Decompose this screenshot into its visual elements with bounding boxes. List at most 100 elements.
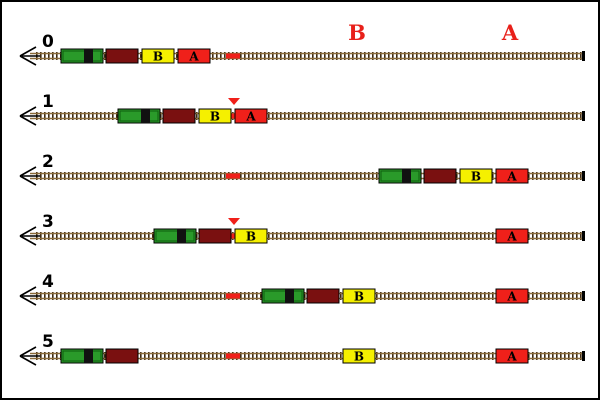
track-tie <box>324 352 326 360</box>
track-tie <box>304 112 306 120</box>
step-number: 2 <box>42 152 54 172</box>
wagon-a: A <box>234 108 268 124</box>
track-tie <box>500 52 502 60</box>
track-tie <box>552 52 554 60</box>
track-tie <box>196 292 198 300</box>
track-tie <box>460 112 462 120</box>
track-tie <box>420 232 422 240</box>
locomotive-panel <box>263 290 303 302</box>
buffer-stop <box>582 351 585 361</box>
track-tie <box>448 292 450 300</box>
track-tie <box>376 52 378 60</box>
step-number: 0 <box>42 32 54 52</box>
direction-arrow-icon <box>19 46 37 66</box>
track-tie <box>412 232 414 240</box>
track-tie <box>576 232 578 240</box>
track-tie <box>160 352 162 360</box>
track-tie <box>64 112 66 120</box>
track-tie <box>572 292 574 300</box>
track-tie <box>148 232 150 240</box>
track-tie <box>204 352 206 360</box>
track-tie <box>340 52 342 60</box>
track-tie <box>528 352 530 360</box>
track-tie <box>192 292 194 300</box>
track-tie <box>200 352 202 360</box>
track-tie <box>308 232 310 240</box>
track-tie <box>556 352 558 360</box>
track-tie <box>432 112 434 120</box>
track-tie <box>292 172 294 180</box>
wagon-a-body <box>495 228 529 244</box>
track-tie <box>184 352 186 360</box>
wagon-a-label: A <box>506 290 517 304</box>
direction-arrow-icon <box>19 286 37 306</box>
track-tie <box>432 352 434 360</box>
track-tie <box>556 232 558 240</box>
track-tie <box>456 112 458 120</box>
track-tie <box>76 172 78 180</box>
wagon-b: B <box>141 48 175 64</box>
track-tie <box>536 292 538 300</box>
step-number: 1 <box>42 92 54 112</box>
track-tie <box>176 172 178 180</box>
track-tie <box>272 52 274 60</box>
track-tie <box>300 172 302 180</box>
track-tie <box>304 232 306 240</box>
locomotive <box>378 168 422 184</box>
track-tie <box>488 352 490 360</box>
wagon-b-body <box>234 228 268 244</box>
wagon-a-body <box>495 168 529 184</box>
track-tie <box>292 52 294 60</box>
track-tie <box>300 52 302 60</box>
track-tie <box>60 112 62 120</box>
track-tie <box>492 52 494 60</box>
track-tie <box>340 232 342 240</box>
track-tie <box>148 172 150 180</box>
track-tie <box>52 292 54 300</box>
track-tie <box>112 172 114 180</box>
track-tie <box>392 292 394 300</box>
track-tie <box>472 352 474 360</box>
track-tie <box>408 352 410 360</box>
track-tie <box>116 232 118 240</box>
wagon-b-body <box>342 348 376 364</box>
track-tie <box>372 232 374 240</box>
track-tie <box>544 232 546 240</box>
track-tie <box>328 52 330 60</box>
track-tie <box>44 352 46 360</box>
track-tie <box>556 112 558 120</box>
track-tie <box>476 292 478 300</box>
buffer-stop <box>582 111 585 121</box>
track-tie <box>396 232 398 240</box>
track-tie <box>220 352 222 360</box>
track-tie <box>156 292 158 300</box>
track-tie <box>316 232 318 240</box>
track-tie <box>548 292 550 300</box>
track-tie <box>184 292 186 300</box>
track-tie <box>180 292 182 300</box>
track-tie <box>296 352 298 360</box>
track-tie <box>580 292 582 300</box>
track-tie <box>332 112 334 120</box>
track-tie <box>48 172 50 180</box>
track-tie <box>60 232 62 240</box>
track-tie <box>456 232 458 240</box>
track-tie <box>372 112 374 120</box>
locomotive-cab <box>84 349 93 363</box>
track-tie <box>400 352 402 360</box>
track-tie <box>488 232 490 240</box>
track-tie <box>560 352 562 360</box>
track-tie <box>256 292 258 300</box>
track-tie <box>188 292 190 300</box>
track-tie <box>240 292 242 300</box>
track-tie <box>64 232 66 240</box>
track-tie <box>540 172 542 180</box>
track-tie <box>480 52 482 60</box>
track-tie <box>580 172 582 180</box>
track-tie <box>308 112 310 120</box>
track-tie <box>252 352 254 360</box>
track-tie <box>448 112 450 120</box>
wagon-b-label: B <box>246 230 256 244</box>
track-tie <box>44 172 46 180</box>
track-tie <box>40 112 42 120</box>
